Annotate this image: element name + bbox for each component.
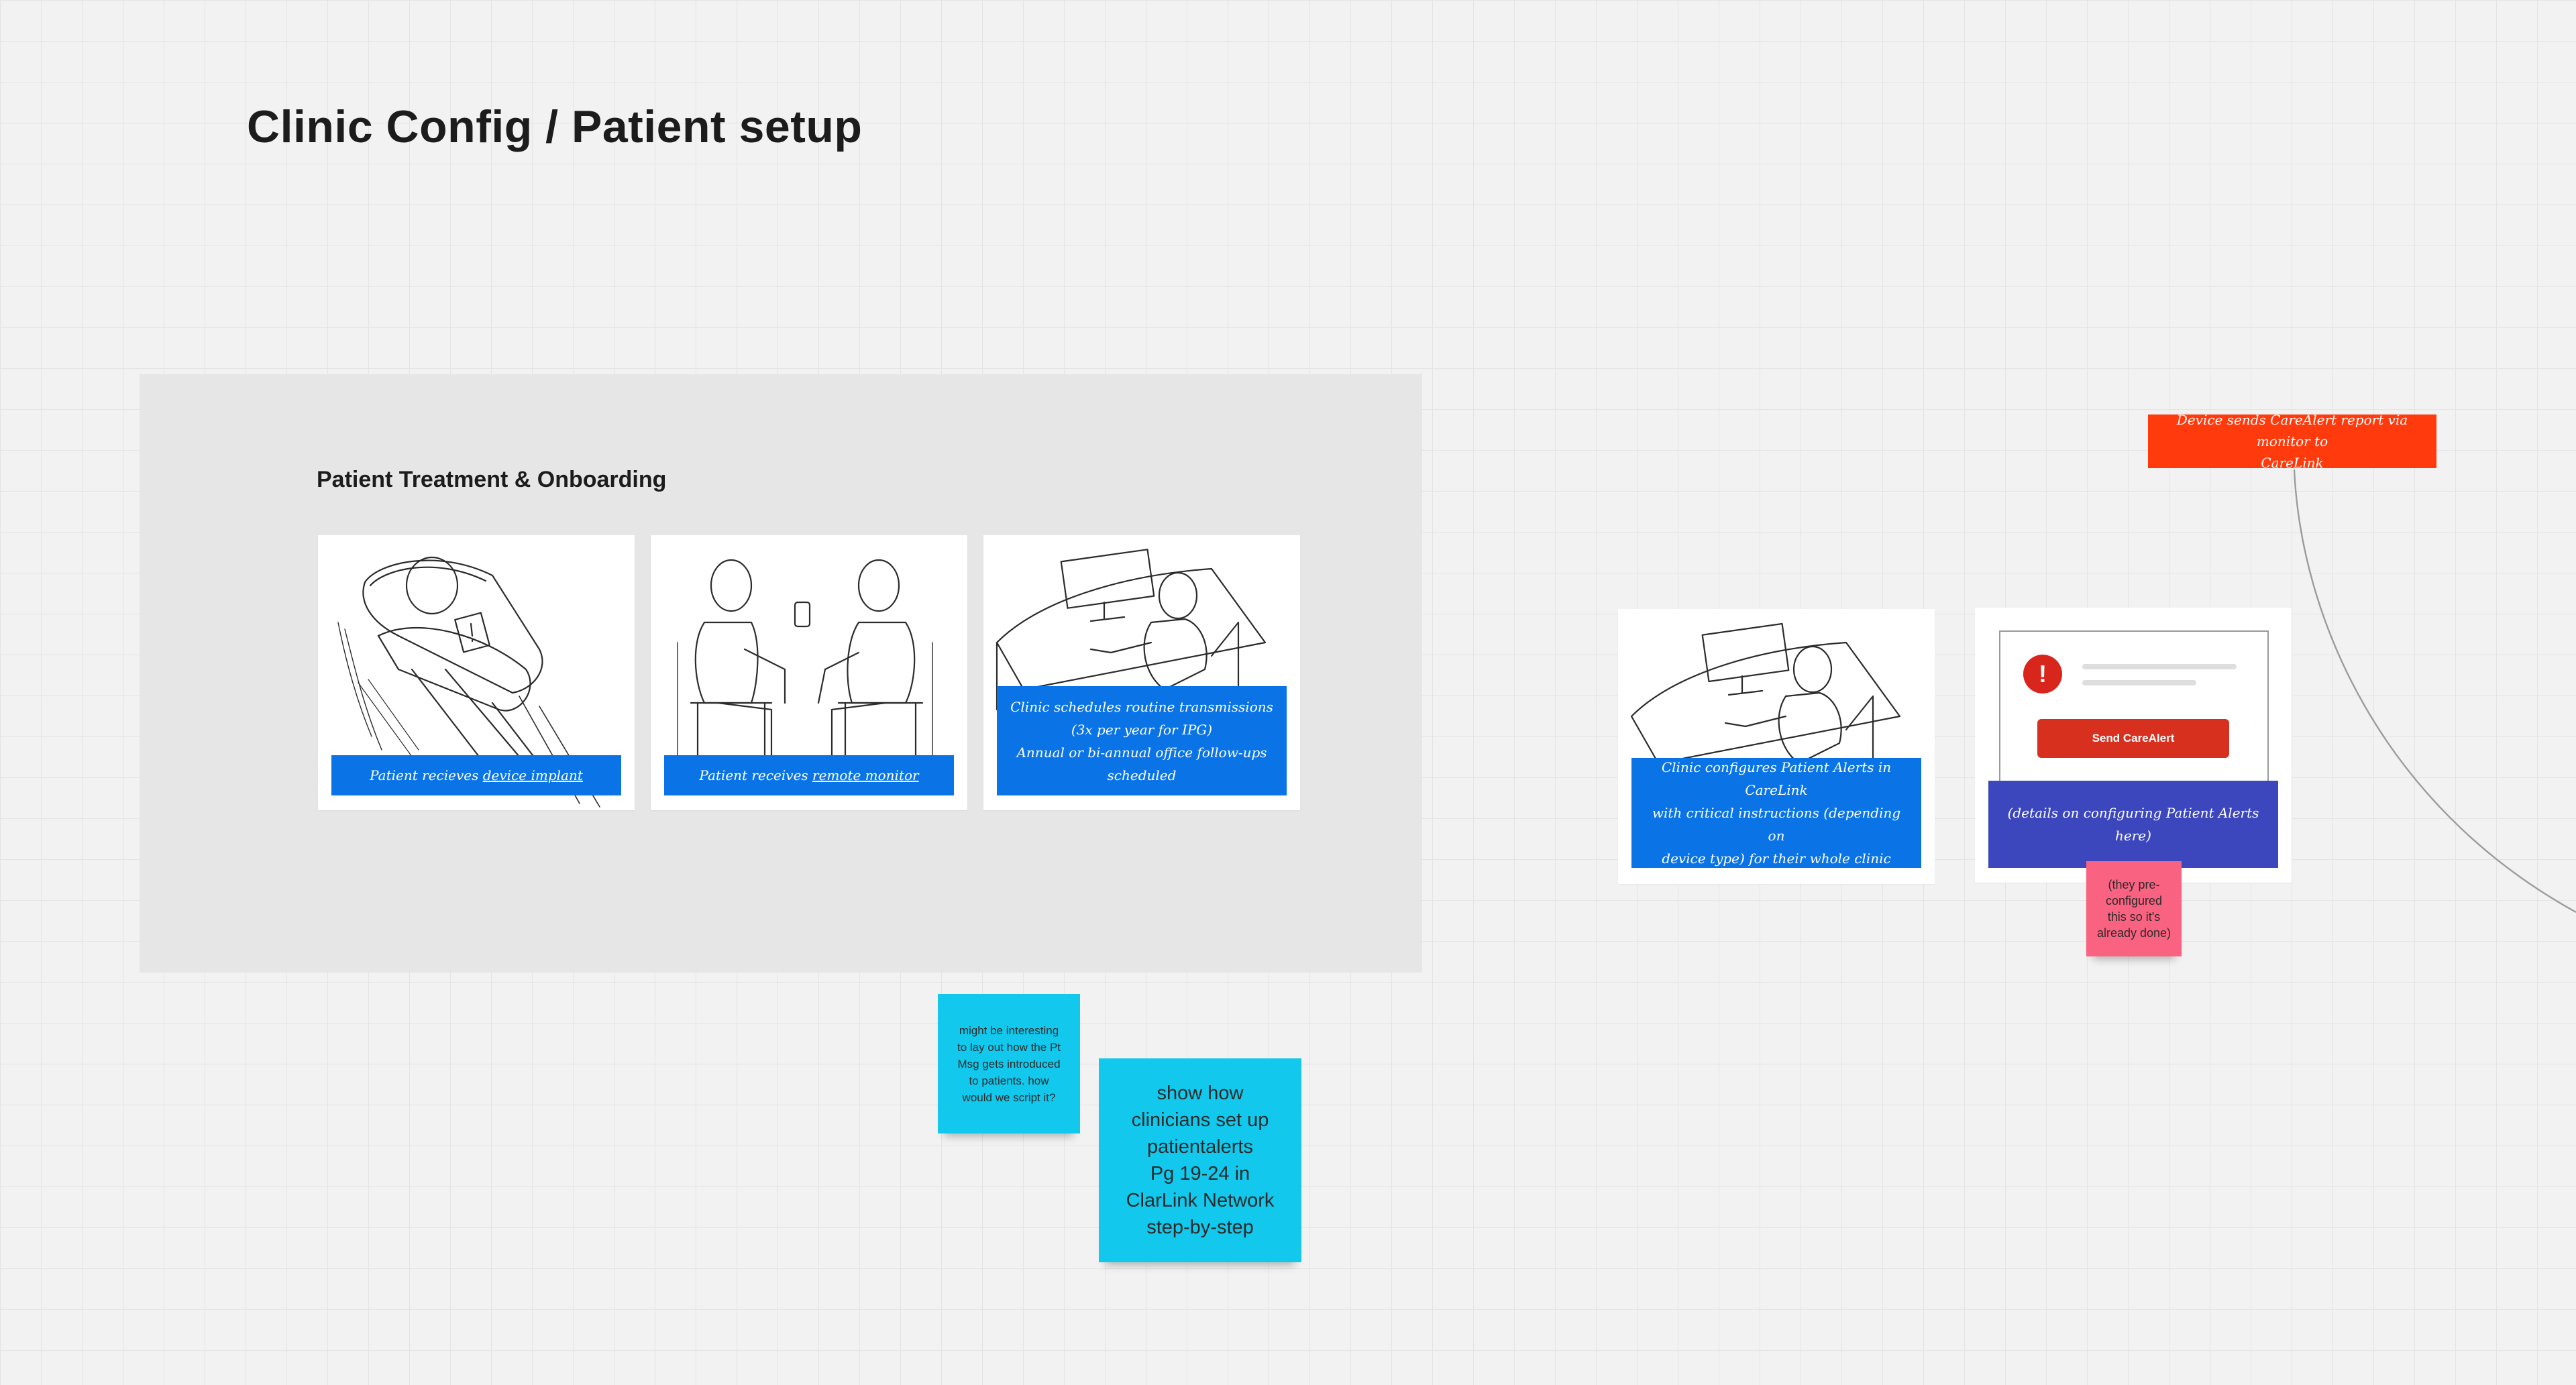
sticky-text: (they pre- bbox=[2108, 878, 2160, 891]
card-caption: Clinic configures Patient Alerts in Care… bbox=[1631, 758, 1921, 868]
frame-title: Patient Treatment & Onboarding bbox=[317, 467, 667, 492]
sticky-note-cyan-large[interactable]: show how clinicians set up patientalerts… bbox=[1099, 1058, 1301, 1262]
sticky-note-pink[interactable]: (they pre- configured this so it's alrea… bbox=[2086, 861, 2182, 956]
board-title: Clinic Config / Patient setup bbox=[247, 101, 863, 152]
clinician-at-desk-sketch bbox=[1630, 622, 1901, 765]
sticky-text: clinicians set up bbox=[1131, 1109, 1269, 1131]
caption-line: Clinic configures Patient Alerts in Care… bbox=[1661, 759, 1892, 798]
sticky-text: this so it's bbox=[2107, 910, 2161, 924]
sticky-note-cyan-small[interactable]: might be interesting to lay out how the … bbox=[938, 994, 1080, 1133]
sticky-text: patientalerts bbox=[1147, 1136, 1253, 1158]
clinician-at-desk-sketch bbox=[996, 549, 1267, 738]
sticky-text: configured bbox=[2105, 894, 2163, 907]
card-caption: Patient receives remote monitor bbox=[664, 755, 954, 795]
storyboard-card-configure-alerts[interactable]: Clinic configures Patient Alerts in Care… bbox=[1618, 609, 1935, 884]
caption-line: with critical instructions (depending on bbox=[1652, 805, 1901, 844]
sticky-text: to lay out how the Pt bbox=[957, 1040, 1061, 1054]
card-caption: Clinic schedules routine transmissions (… bbox=[997, 686, 1287, 795]
storyboard-card-device-implant[interactable]: Patient recieves device implant bbox=[318, 535, 635, 810]
storyboard-card-carealert[interactable]: ! Send CareAlert (details on configuring… bbox=[1975, 608, 2292, 883]
caption-line: Clinic schedules routine transmissions bbox=[1010, 698, 1273, 715]
caption-line: device type) for their whole clinic bbox=[1662, 850, 1891, 867]
caption-text: Patient receives bbox=[699, 767, 813, 783]
sticky-text: Msg gets introduced bbox=[957, 1057, 1061, 1070]
caption-link-remote-monitor[interactable]: remote monitor bbox=[812, 767, 919, 783]
sticky-text: step-by-step bbox=[1146, 1217, 1254, 1238]
caption-line: scheduled bbox=[1107, 767, 1177, 783]
connector-line bbox=[2293, 469, 2576, 913]
caption-line: Annual or bi-annual office follow-ups bbox=[1016, 744, 1267, 761]
sticky-text: to patients. how bbox=[969, 1074, 1049, 1087]
sticky-note-red[interactable]: Device sends CareAlert report via monito… bbox=[2148, 412, 2436, 471]
caption-link-device-implant[interactable]: device implant bbox=[482, 767, 583, 783]
placeholder-line bbox=[2082, 664, 2237, 669]
alert-icon: ! bbox=[2023, 655, 2062, 694]
sticky-text: CareLink bbox=[2261, 455, 2324, 471]
caption-text: Patient recieves bbox=[370, 767, 483, 783]
send-carealert-button[interactable]: Send CareAlert bbox=[2037, 719, 2229, 758]
card-caption: (details on configuring Patient Alerts h… bbox=[1988, 781, 2278, 868]
sticky-text: Pg 19-24 in bbox=[1150, 1163, 1250, 1184]
sticky-text: already done) bbox=[2096, 926, 2171, 940]
sticky-text: ClarLink Network bbox=[1126, 1190, 1275, 1211]
two-people-seated-sketch bbox=[677, 559, 933, 778]
placeholder-line bbox=[2082, 680, 2196, 685]
caption-line: (3x per year for IPG) bbox=[1071, 721, 1213, 738]
sticky-text: would we script it? bbox=[962, 1091, 1056, 1104]
card-caption: Patient recieves device implant bbox=[331, 755, 621, 795]
storyboard-card-remote-monitor[interactable]: Patient receives remote monitor bbox=[651, 535, 967, 810]
sticky-text: might be interesting bbox=[959, 1023, 1059, 1037]
sticky-text: Device sends CareAlert report via monito… bbox=[2176, 412, 2408, 449]
sticky-text: show how bbox=[1157, 1083, 1244, 1104]
storyboard-card-clinic-schedules[interactable]: Clinic schedules routine transmissions (… bbox=[983, 535, 1300, 810]
